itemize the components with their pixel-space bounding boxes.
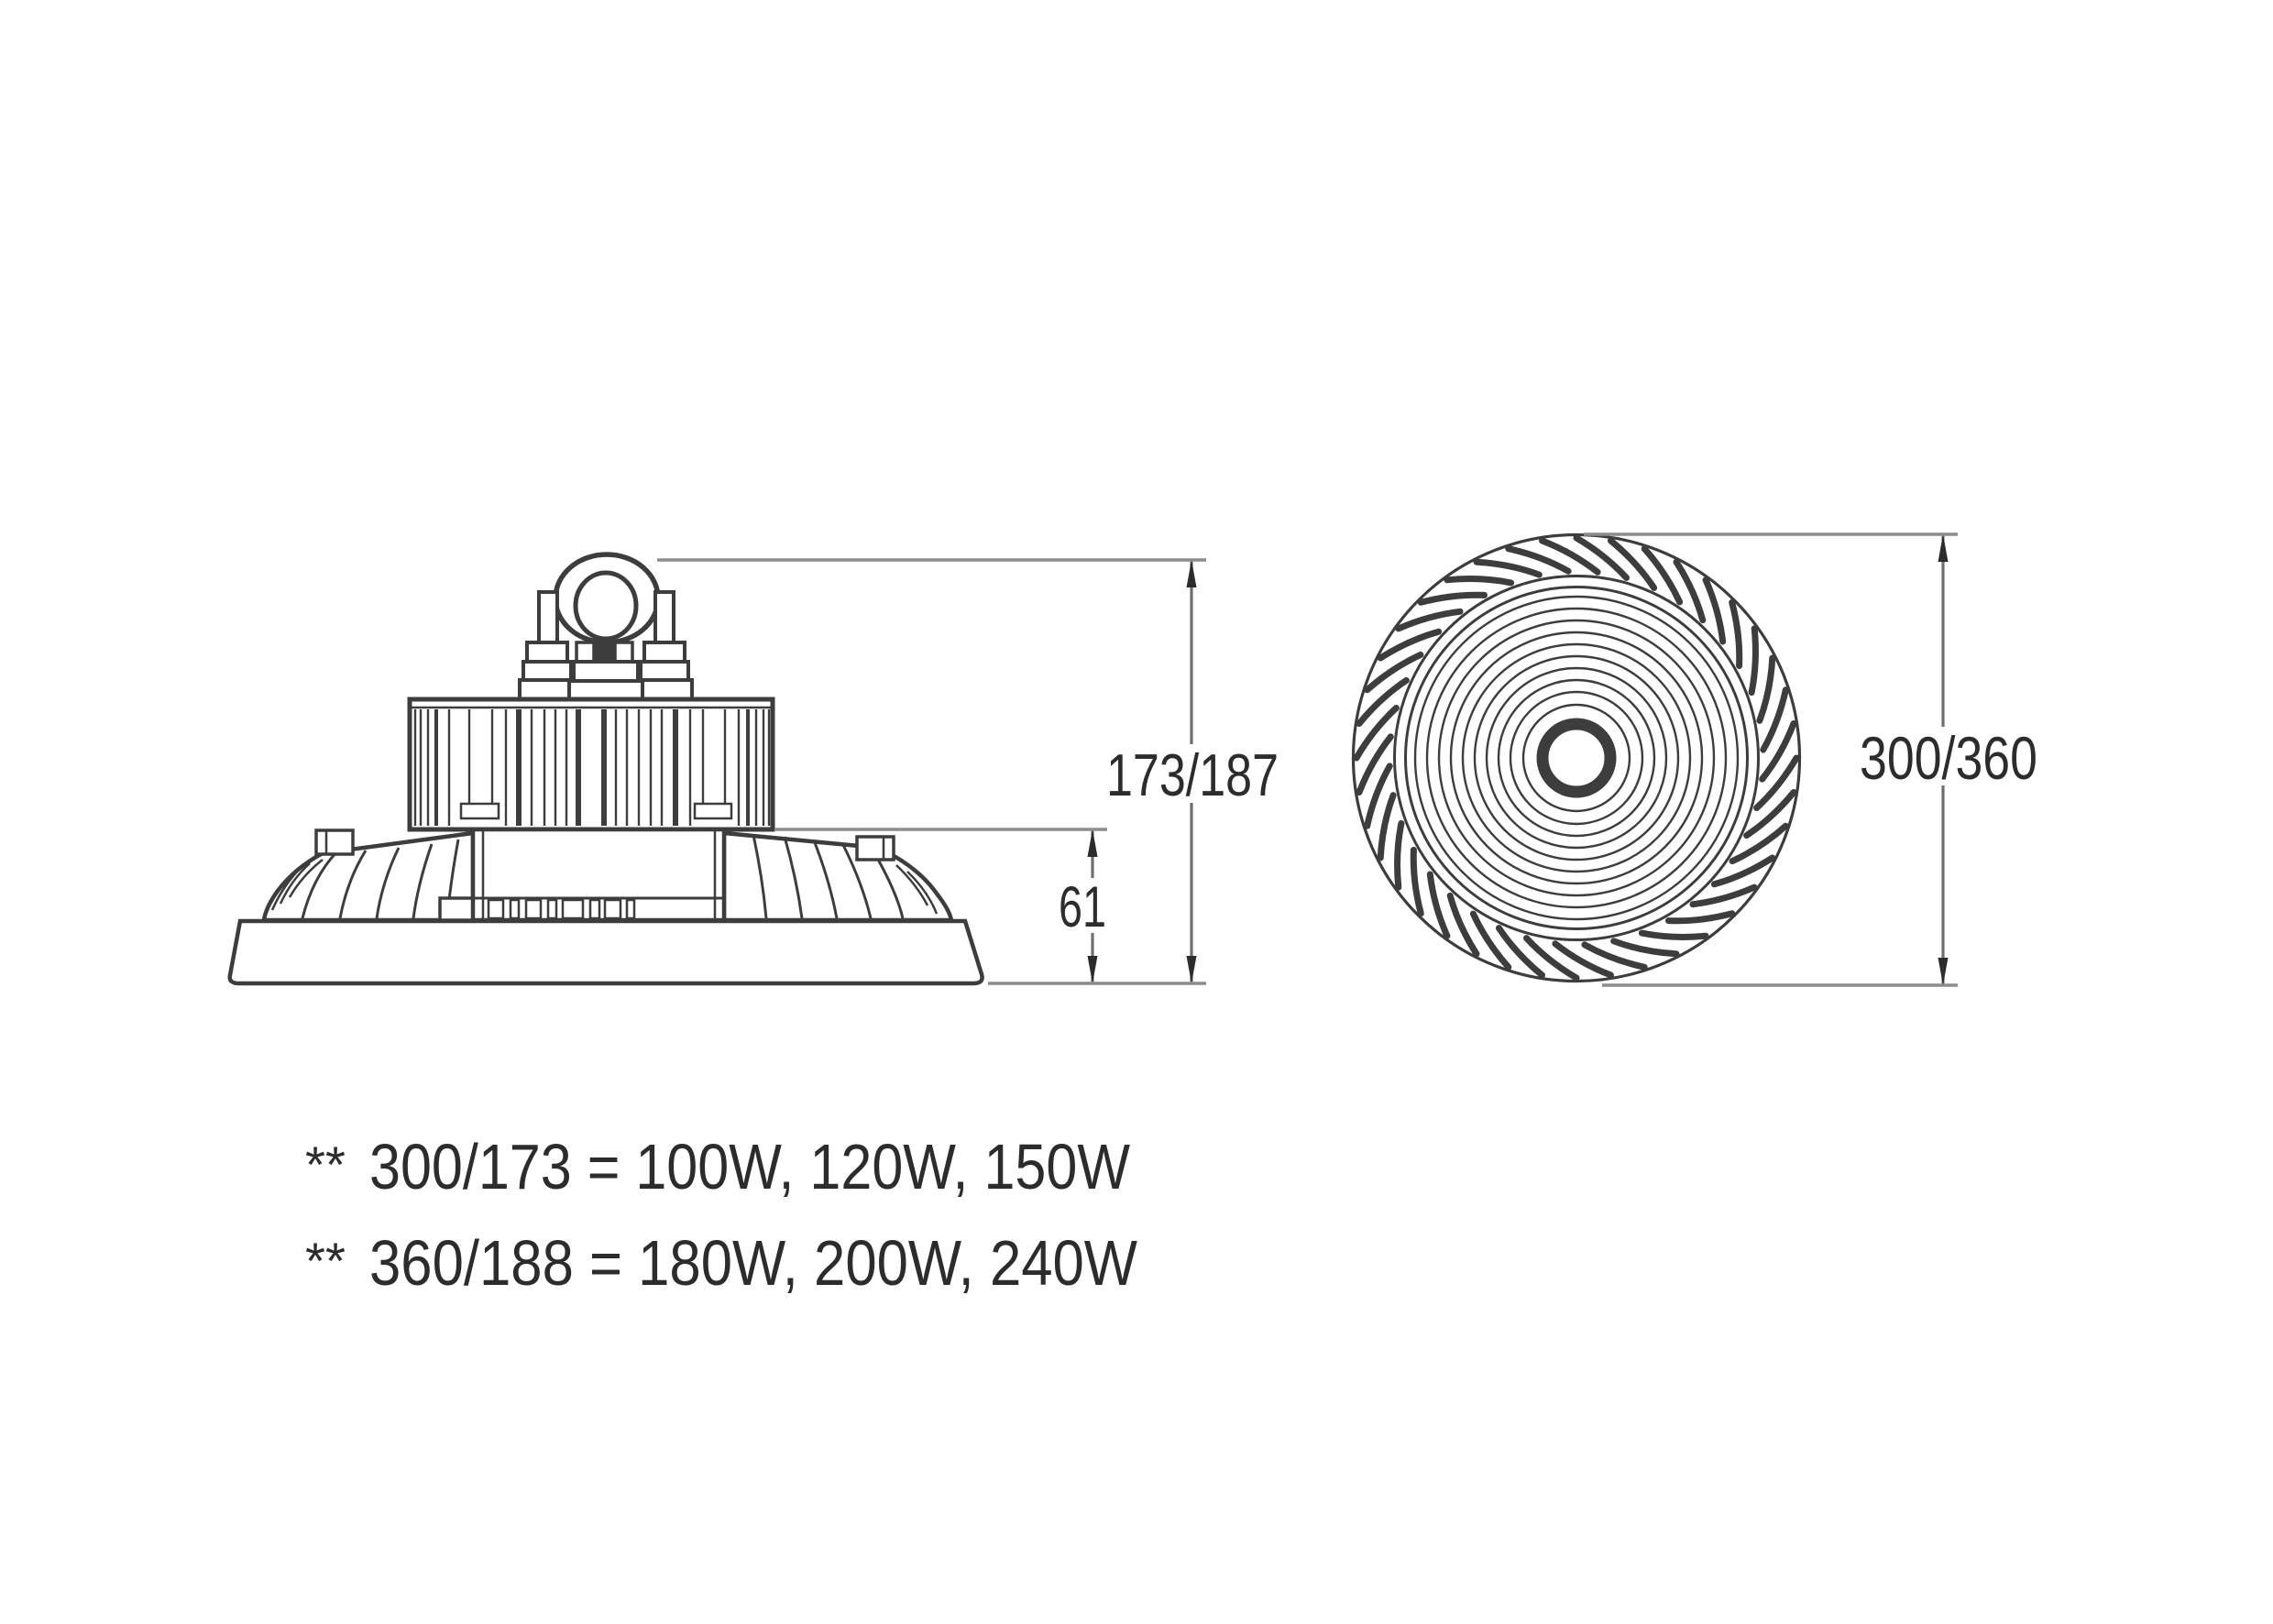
heatsink (407, 697, 775, 832)
note-1-marker: ** (305, 1136, 346, 1193)
eye-bolt (518, 552, 694, 701)
right-fin-dome (721, 830, 954, 923)
concentric-rings (1413, 595, 1740, 921)
note-2-marker: ** (305, 1232, 346, 1289)
dimension-arrows (1087, 534, 1949, 985)
side-view (227, 552, 984, 986)
left-mount-lug (314, 828, 355, 856)
heatsink-fins (413, 709, 771, 826)
lens-dish (227, 918, 984, 986)
left-fin-dome (261, 828, 480, 923)
dim-diameter-label: 300/360 (1860, 724, 2037, 792)
dimension-annotations: 173/187 61 300/360 (657, 532, 2044, 987)
top-view (1351, 532, 1802, 983)
dim-total-height-label: 173/187 (1106, 741, 1279, 808)
wattage-notes: ** 300/173 = 100W, 120W, 150W ** 360/188… (305, 1131, 1137, 1299)
dim-base-height-label: 61 (1059, 875, 1106, 939)
right-mount-lug (855, 835, 895, 861)
center-hole (1536, 718, 1617, 798)
junction-box (470, 827, 727, 923)
driver-vent-ticks (487, 898, 636, 920)
note-1-text: 300/173 = 100W, 120W, 150W (369, 1131, 1130, 1202)
note-2-text: 360/188 = 180W, 200W, 240W (369, 1227, 1137, 1299)
blade-ring (1353, 534, 1800, 982)
